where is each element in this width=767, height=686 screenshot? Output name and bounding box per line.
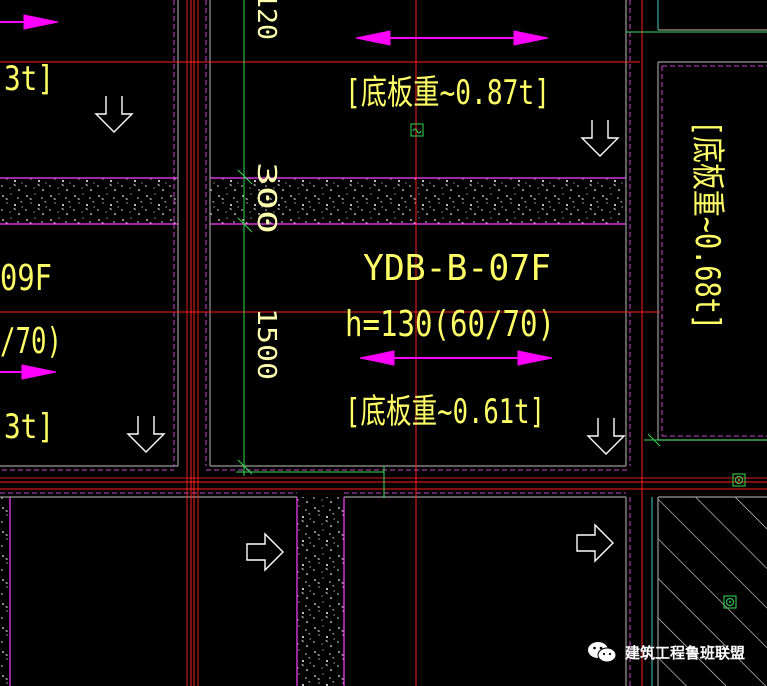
panel-mid-id: YDB-B-07F [363,248,551,289]
wave-marker-icon [410,123,424,137]
panel-top-center-weight: [底板重~0.87t] [345,73,550,113]
target-marker-icon [723,595,737,609]
down-arrow-icon [94,96,134,133]
wechat-icon [587,642,617,663]
panel-mid-weight: [底板重~0.61t] [345,392,545,432]
right-arrow-icon [576,523,614,563]
panel-right-weight: [底板重~0.68t] [687,120,727,330]
down-arrow-icon [586,418,626,455]
dimension-text-top: 120 [251,0,281,40]
hatched-region [658,497,767,686]
target-marker-icon [732,473,746,487]
left-bottom-weight-fragment: 3t] [4,407,54,447]
down-arrow-icon [126,416,166,453]
left-top-weight-fragment: 3t] [4,59,54,99]
panel-mid-height: h=130(60/70) [345,304,555,345]
double-arrow-icon [359,350,553,366]
cyan-lines [651,0,659,686]
double-arrow-icon [355,30,549,46]
left-mid-height-fragment: /70) [0,321,62,362]
double-arrow-icon [0,364,57,380]
concrete-band-center [210,178,626,224]
dimension-text-300: 300 [251,162,281,234]
dimension-text-1500: 1500 [251,308,281,380]
dimension-lines [236,0,767,498]
concrete-column-bottom [297,497,344,686]
watermark-text: 建筑工程鲁班联盟 [624,643,745,662]
watermark: 建筑工程鲁班联盟 [587,640,745,664]
right-arrow-icon [246,532,284,572]
wall-outlines [0,177,626,686]
concrete-band-left [0,178,178,224]
double-arrow-icon [0,14,59,30]
down-arrow-icon [580,120,620,157]
concrete-column-left-edge [0,497,10,686]
left-mid-id-fragment: 09F [0,258,52,299]
